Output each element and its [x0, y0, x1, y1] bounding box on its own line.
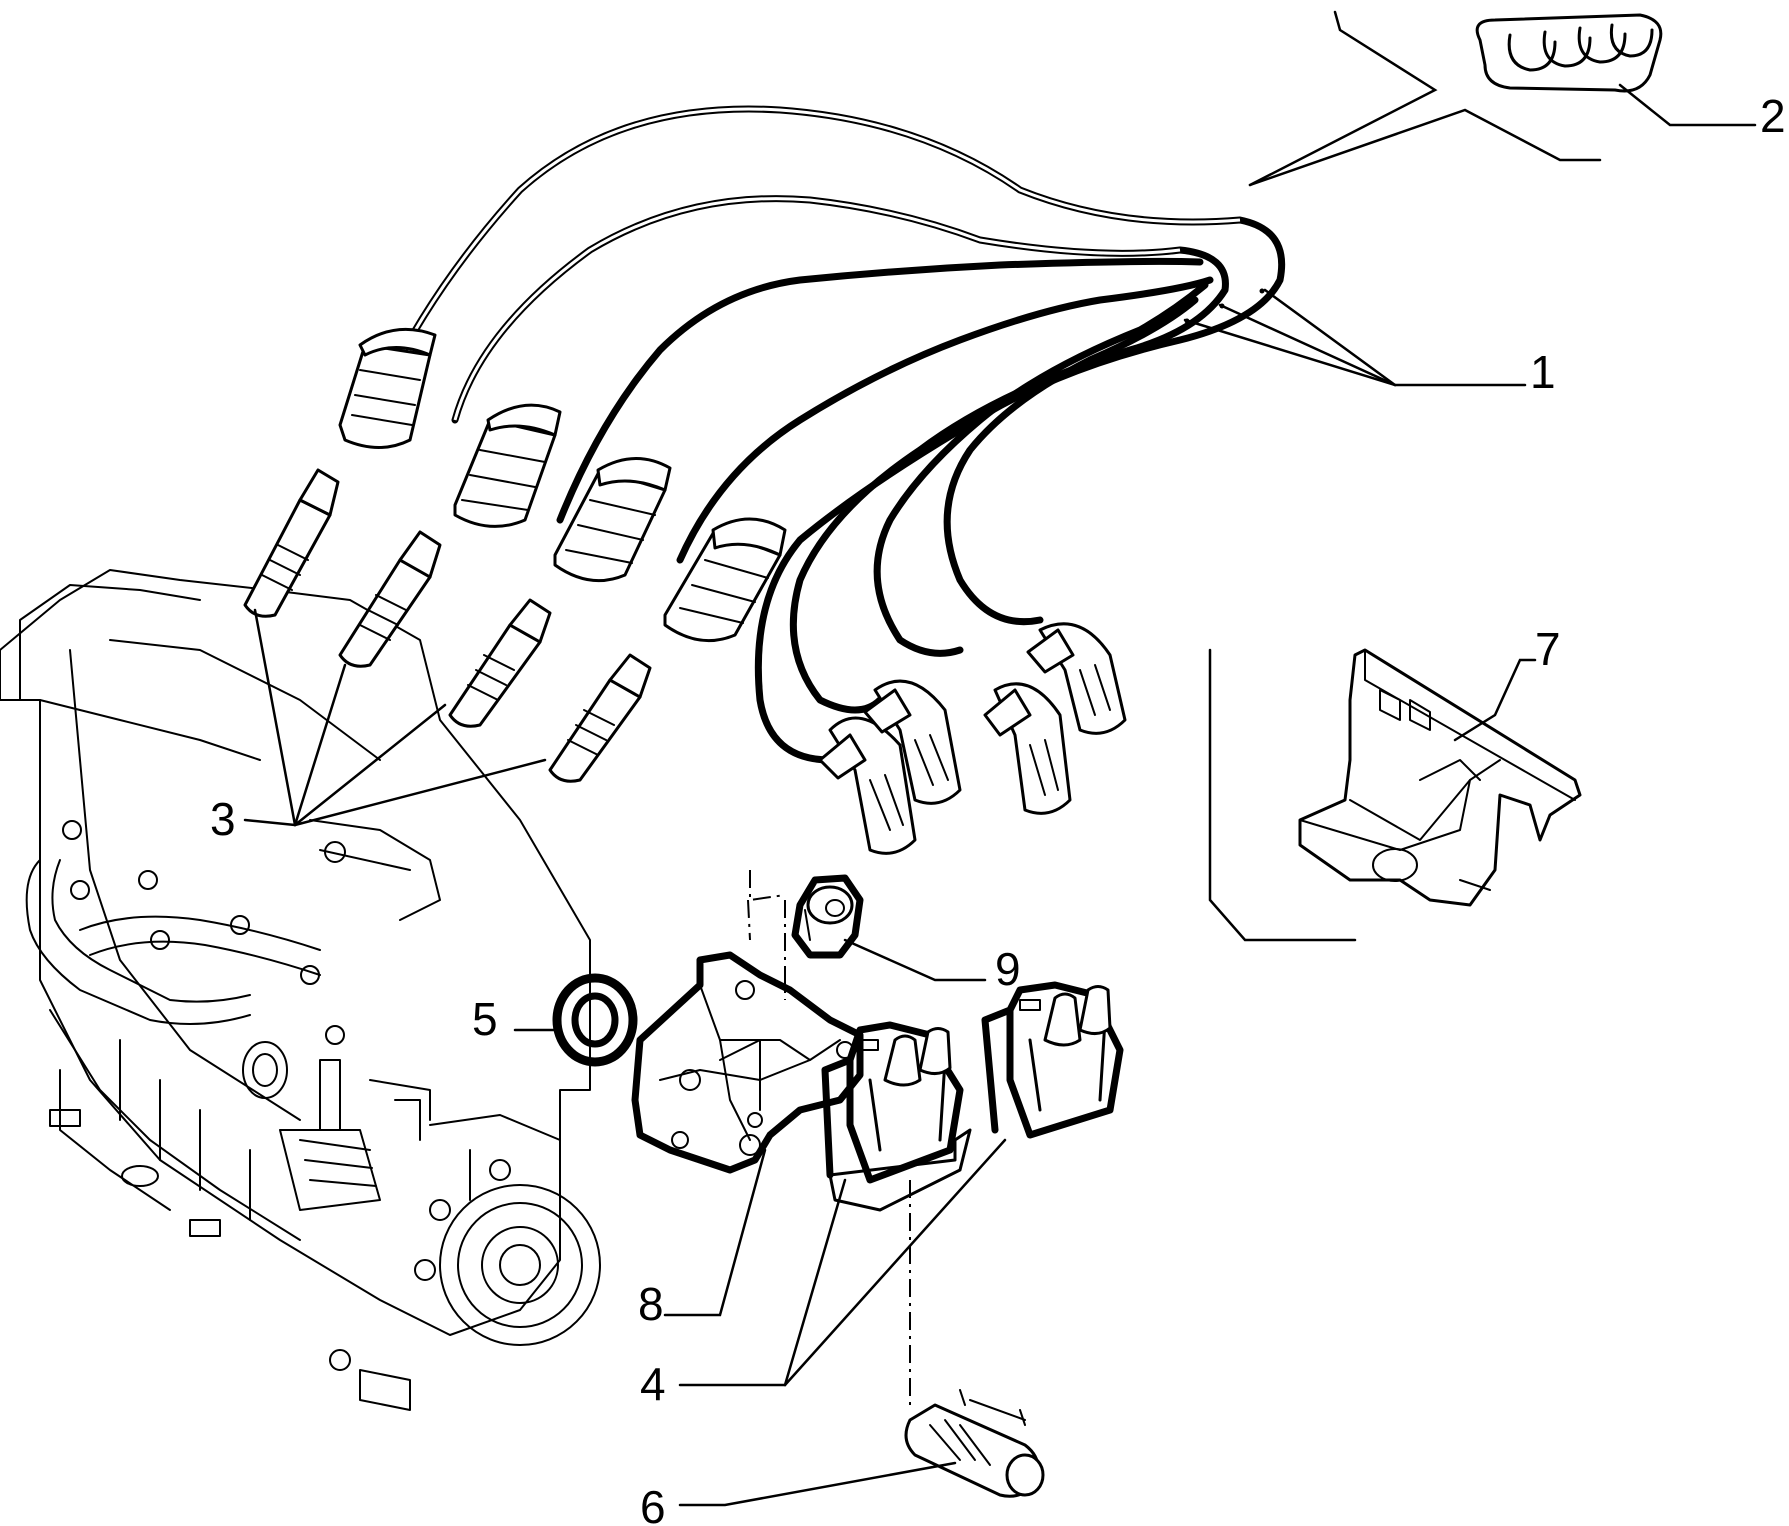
callout-7: 7 [1535, 623, 1561, 675]
straight-boot-1 [338, 327, 437, 449]
ignition-coil-left [821, 1021, 972, 1212]
angled-boot-1 [818, 716, 917, 855]
ignition-cable-set [338, 105, 1286, 855]
spark-plug-2 [338, 530, 442, 668]
coil-support-plate [631, 951, 864, 1174]
spark-plug-1 [243, 468, 340, 618]
callout-5: 5 [472, 993, 498, 1045]
callout-8: 8 [638, 1278, 664, 1330]
leader-lines [243, 10, 1757, 1507]
angled-boot-3 [983, 682, 1072, 815]
callout-3: 3 [210, 793, 236, 845]
angled-boot-2 [863, 679, 962, 805]
spark-plug-set [243, 468, 652, 783]
assembly-dash-lines [747, 870, 911, 1405]
spark-plug-4 [548, 653, 652, 783]
straight-boot-3 [553, 457, 672, 583]
angled-boot-4 [1026, 622, 1127, 735]
callout-labels: 1 2 3 4 5 6 7 8 9 [210, 90, 1786, 1526]
callout-1: 1 [1530, 346, 1556, 398]
straight-boot-4 [663, 517, 787, 643]
screw [904, 1389, 1045, 1498]
spark-plug-3 [448, 598, 552, 728]
seal-ring [552, 973, 638, 1067]
coil-bracket [1298, 648, 1582, 907]
callout-4: 4 [640, 1358, 666, 1410]
straight-boot-2 [453, 403, 562, 528]
callout-2: 2 [1760, 90, 1786, 142]
nut [791, 874, 864, 959]
ignition-coil-right [981, 981, 1124, 1139]
engine-block-drawing [0, 569, 601, 1411]
callout-9: 9 [995, 943, 1021, 995]
callout-6: 6 [640, 1481, 666, 1526]
cable-clip [1475, 13, 1663, 93]
